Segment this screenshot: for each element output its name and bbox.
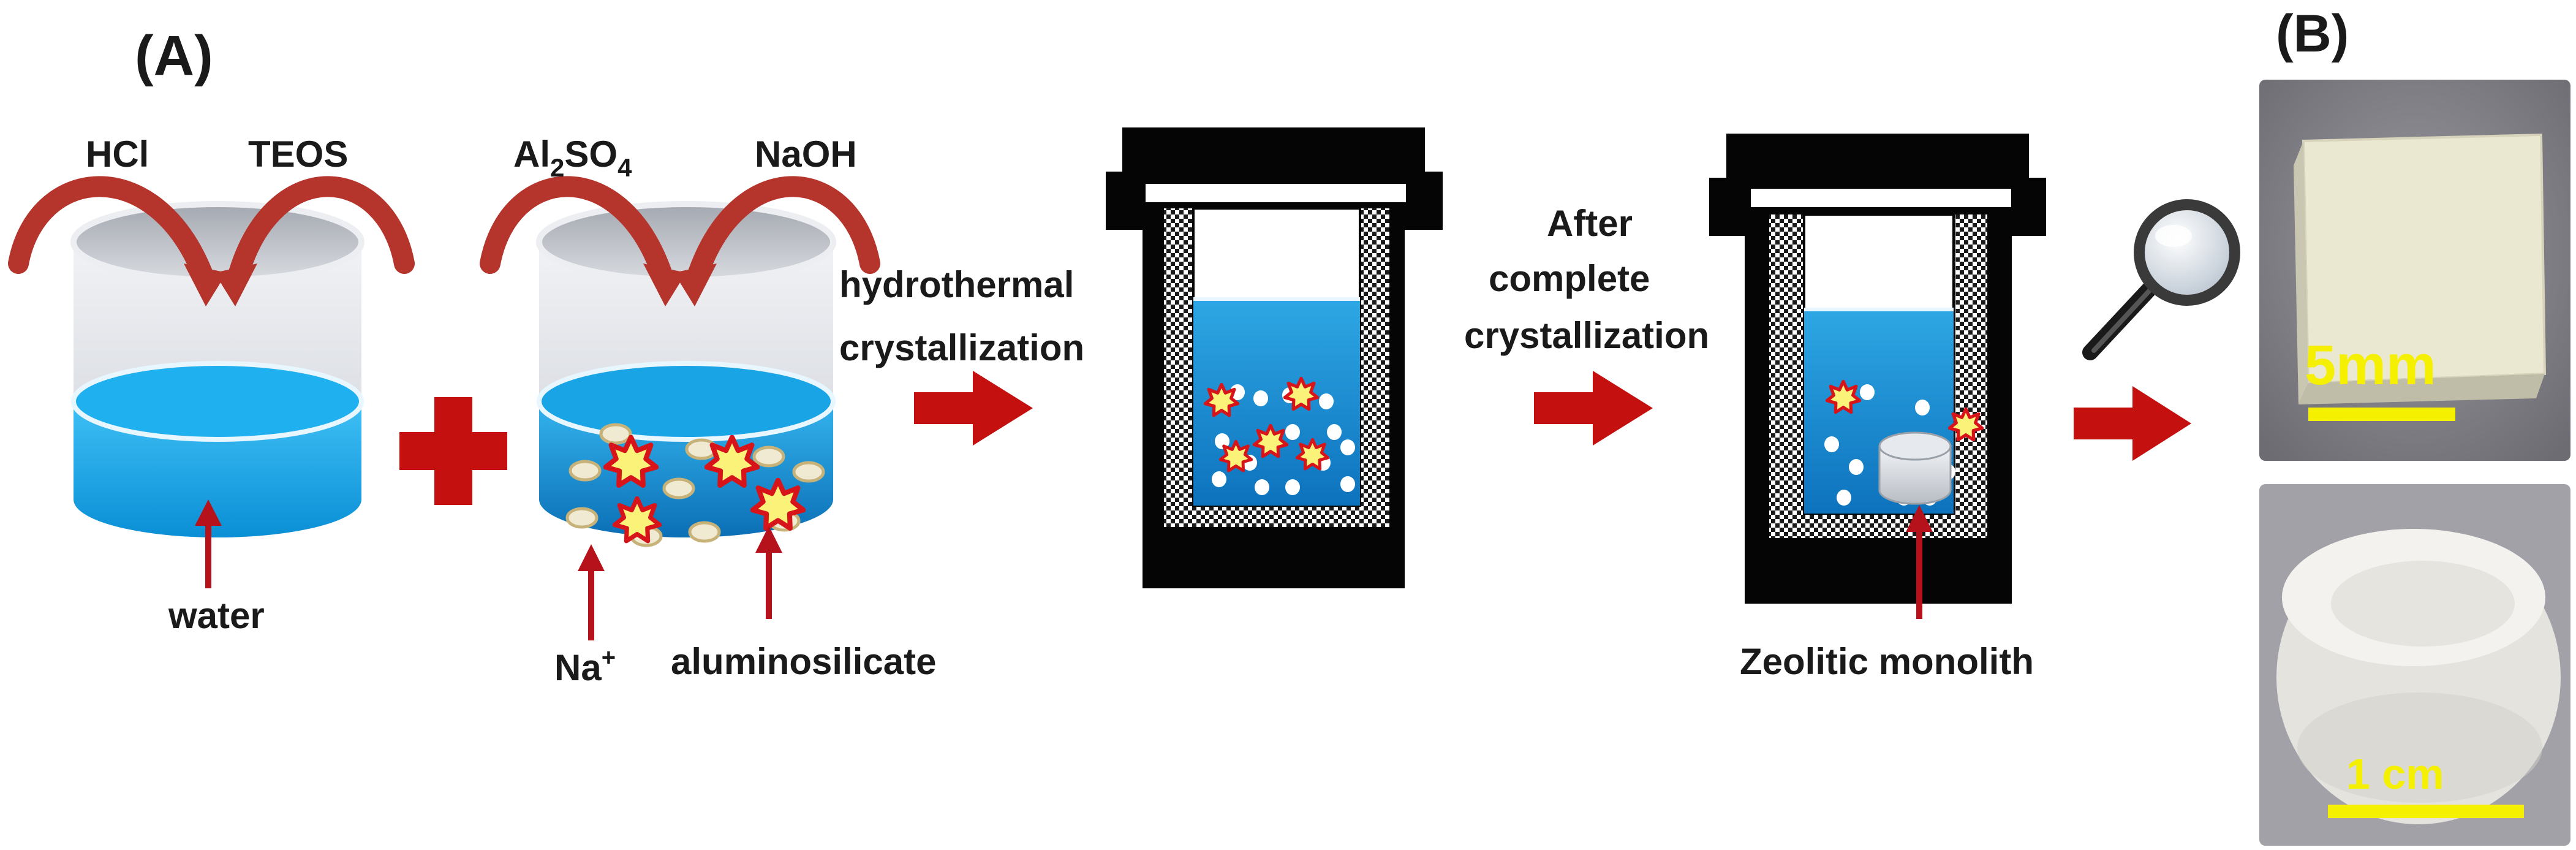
- aluminosilicate-label: aluminosilicate: [671, 641, 936, 682]
- water-label: water: [168, 595, 265, 636]
- photo-round-monolith: [2259, 484, 2570, 846]
- panel-a-label: (A): [135, 25, 213, 87]
- reagent-teos-label: TEOS: [248, 134, 348, 175]
- step1-label-line1: hydrothermal: [839, 264, 1074, 305]
- zeolitic-monolith-label: Zeolitic monolith: [1740, 641, 2034, 682]
- step2-label-line3: crystallization: [1464, 315, 1709, 356]
- reagent-naoh-label: NaOH: [755, 134, 857, 175]
- zeolitic-monolith: [1878, 431, 1952, 505]
- step1-label-line2: crystallization: [839, 327, 1084, 368]
- curved-arrow-icon: [8, 176, 415, 306]
- reagent-al2so4-label: Al2SO4: [513, 134, 632, 182]
- scale-bar-bottom: [2328, 805, 2524, 818]
- scale-bar-top: [2308, 408, 2455, 421]
- plus-icon: [399, 397, 507, 505]
- photo-square-monolith: [2259, 80, 2570, 461]
- arrow-right-icon-3: [2074, 386, 2191, 461]
- beaker-aluminosilicate: [536, 201, 836, 640]
- step2-label-line1: After: [1547, 203, 1633, 244]
- beaker-water: [70, 201, 364, 588]
- scale-label-bottom: 1 cm: [2346, 750, 2444, 798]
- arrow-right-icon-2: [1534, 371, 1653, 446]
- reagent-hcl-label: HCl: [86, 134, 149, 175]
- sodium-ion-label: Na+: [554, 644, 616, 688]
- step2-label-line2: complete: [1489, 258, 1650, 299]
- autoclave-complete: [1709, 134, 2046, 619]
- panel-b-label: (B): [2276, 4, 2349, 63]
- scale-label-top: 5mm: [2305, 334, 2436, 397]
- magnifier-icon: [2082, 199, 2240, 360]
- autoclave-hydrothermal: [1106, 127, 1443, 588]
- curved-arrow-icon-2: [480, 176, 880, 306]
- arrow-right-icon: [914, 371, 1033, 446]
